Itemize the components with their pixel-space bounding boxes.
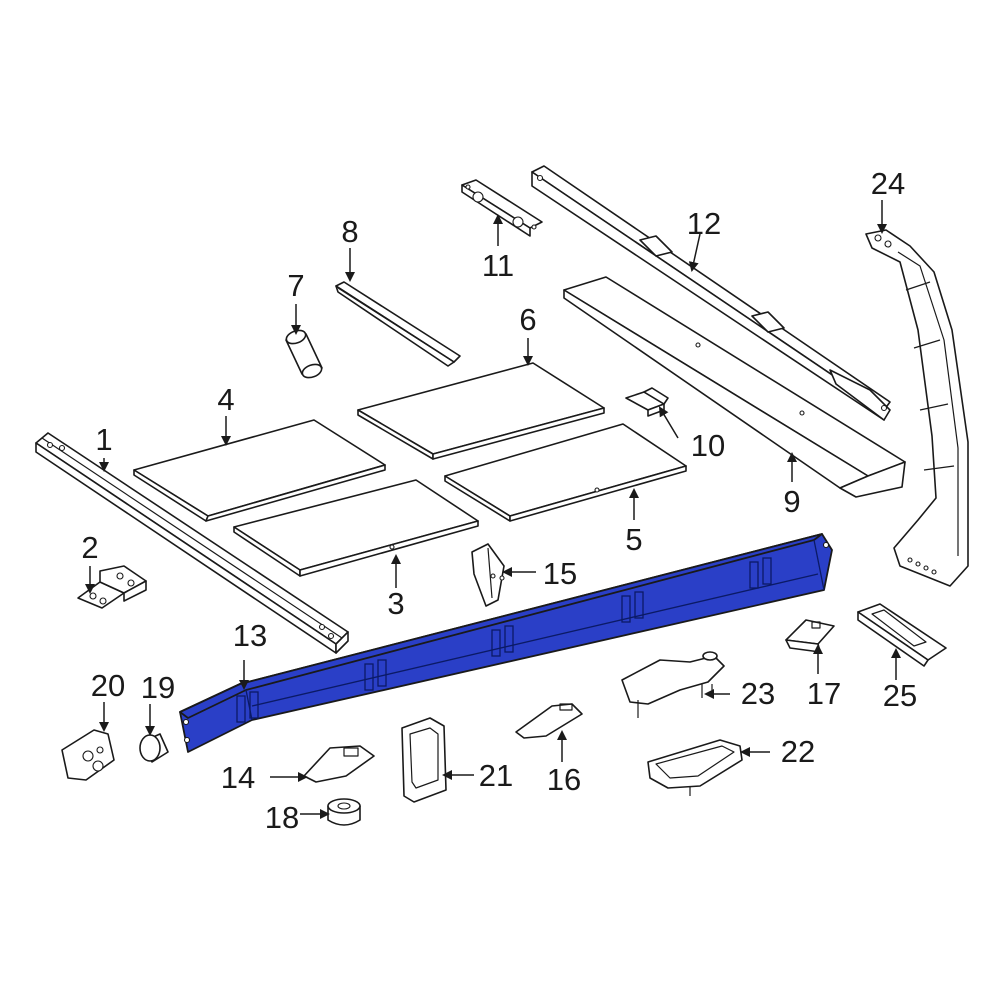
- part-3-panel[interactable]: [233, 479, 479, 577]
- part-18-bushing[interactable]: [327, 798, 361, 826]
- callout-10[interactable]: 10: [691, 428, 725, 463]
- part-17-clip[interactable]: [785, 619, 835, 653]
- callout-8[interactable]: 8: [341, 214, 358, 249]
- part-19-plug[interactable]: [139, 733, 169, 763]
- callout-7[interactable]: 7: [287, 268, 304, 303]
- part-7-spacer[interactable]: [285, 328, 324, 380]
- part-22-tray[interactable]: [647, 739, 743, 796]
- part-10-clip[interactable]: [625, 387, 669, 417]
- part-13-face[interactable]: [179, 533, 833, 753]
- part-6-panel[interactable]: [357, 362, 605, 460]
- callout-21[interactable]: 21: [479, 758, 513, 793]
- callout-labels: 1 2 3 4 5 6 7 8 9 10 11 12 13 14 15 16 1…: [81, 166, 917, 835]
- part-4-panel[interactable]: [133, 419, 386, 522]
- part-23-bracket-assembly[interactable]: [621, 651, 725, 718]
- callout-23[interactable]: 23: [741, 676, 775, 711]
- callout-18[interactable]: 18: [265, 800, 299, 835]
- callout-9[interactable]: 9: [783, 484, 800, 519]
- part-8-strip[interactable]: [335, 281, 461, 367]
- part-5-panel[interactable]: [444, 423, 687, 522]
- part-24-ladder-bracket[interactable]: [865, 229, 969, 587]
- callout-25[interactable]: 25: [883, 678, 917, 713]
- callout-22[interactable]: 22: [781, 734, 815, 769]
- callout-1[interactable]: 1: [95, 422, 112, 457]
- part-1-rail[interactable]: [35, 432, 349, 654]
- callout-13[interactable]: 13: [233, 618, 267, 653]
- callout-24[interactable]: 24: [871, 166, 905, 201]
- part-25-pocket[interactable]: [857, 603, 947, 667]
- callout-17[interactable]: 17: [807, 676, 841, 711]
- part-13-step-rail[interactable]: [179, 533, 833, 753]
- part-15-bracket[interactable]: [471, 543, 505, 607]
- callout-4[interactable]: 4: [217, 382, 234, 417]
- leader-lines: [85, 200, 901, 819]
- callout-11[interactable]: 11: [482, 248, 514, 283]
- part-21-cover[interactable]: [401, 717, 447, 803]
- callout-3[interactable]: 3: [387, 586, 404, 621]
- part-11-plate[interactable]: [461, 179, 543, 237]
- part-20-cover[interactable]: [61, 729, 115, 781]
- callout-19[interactable]: 19: [141, 670, 175, 705]
- callout-14[interactable]: 14: [221, 760, 255, 795]
- part-2-bracket[interactable]: [77, 565, 147, 609]
- callout-15[interactable]: 15: [543, 556, 577, 591]
- callout-5[interactable]: 5: [625, 522, 642, 557]
- callout-12[interactable]: 12: [687, 206, 721, 241]
- part-12-rail[interactable]: [531, 165, 891, 421]
- part-14-clip[interactable]: [303, 745, 375, 783]
- callout-16[interactable]: 16: [547, 762, 581, 797]
- callout-6[interactable]: 6: [519, 302, 536, 337]
- part-9-long-panel[interactable]: [563, 276, 906, 498]
- part-16-clip[interactable]: [515, 703, 583, 739]
- callout-2[interactable]: 2: [81, 530, 98, 565]
- callout-20[interactable]: 20: [91, 668, 125, 703]
